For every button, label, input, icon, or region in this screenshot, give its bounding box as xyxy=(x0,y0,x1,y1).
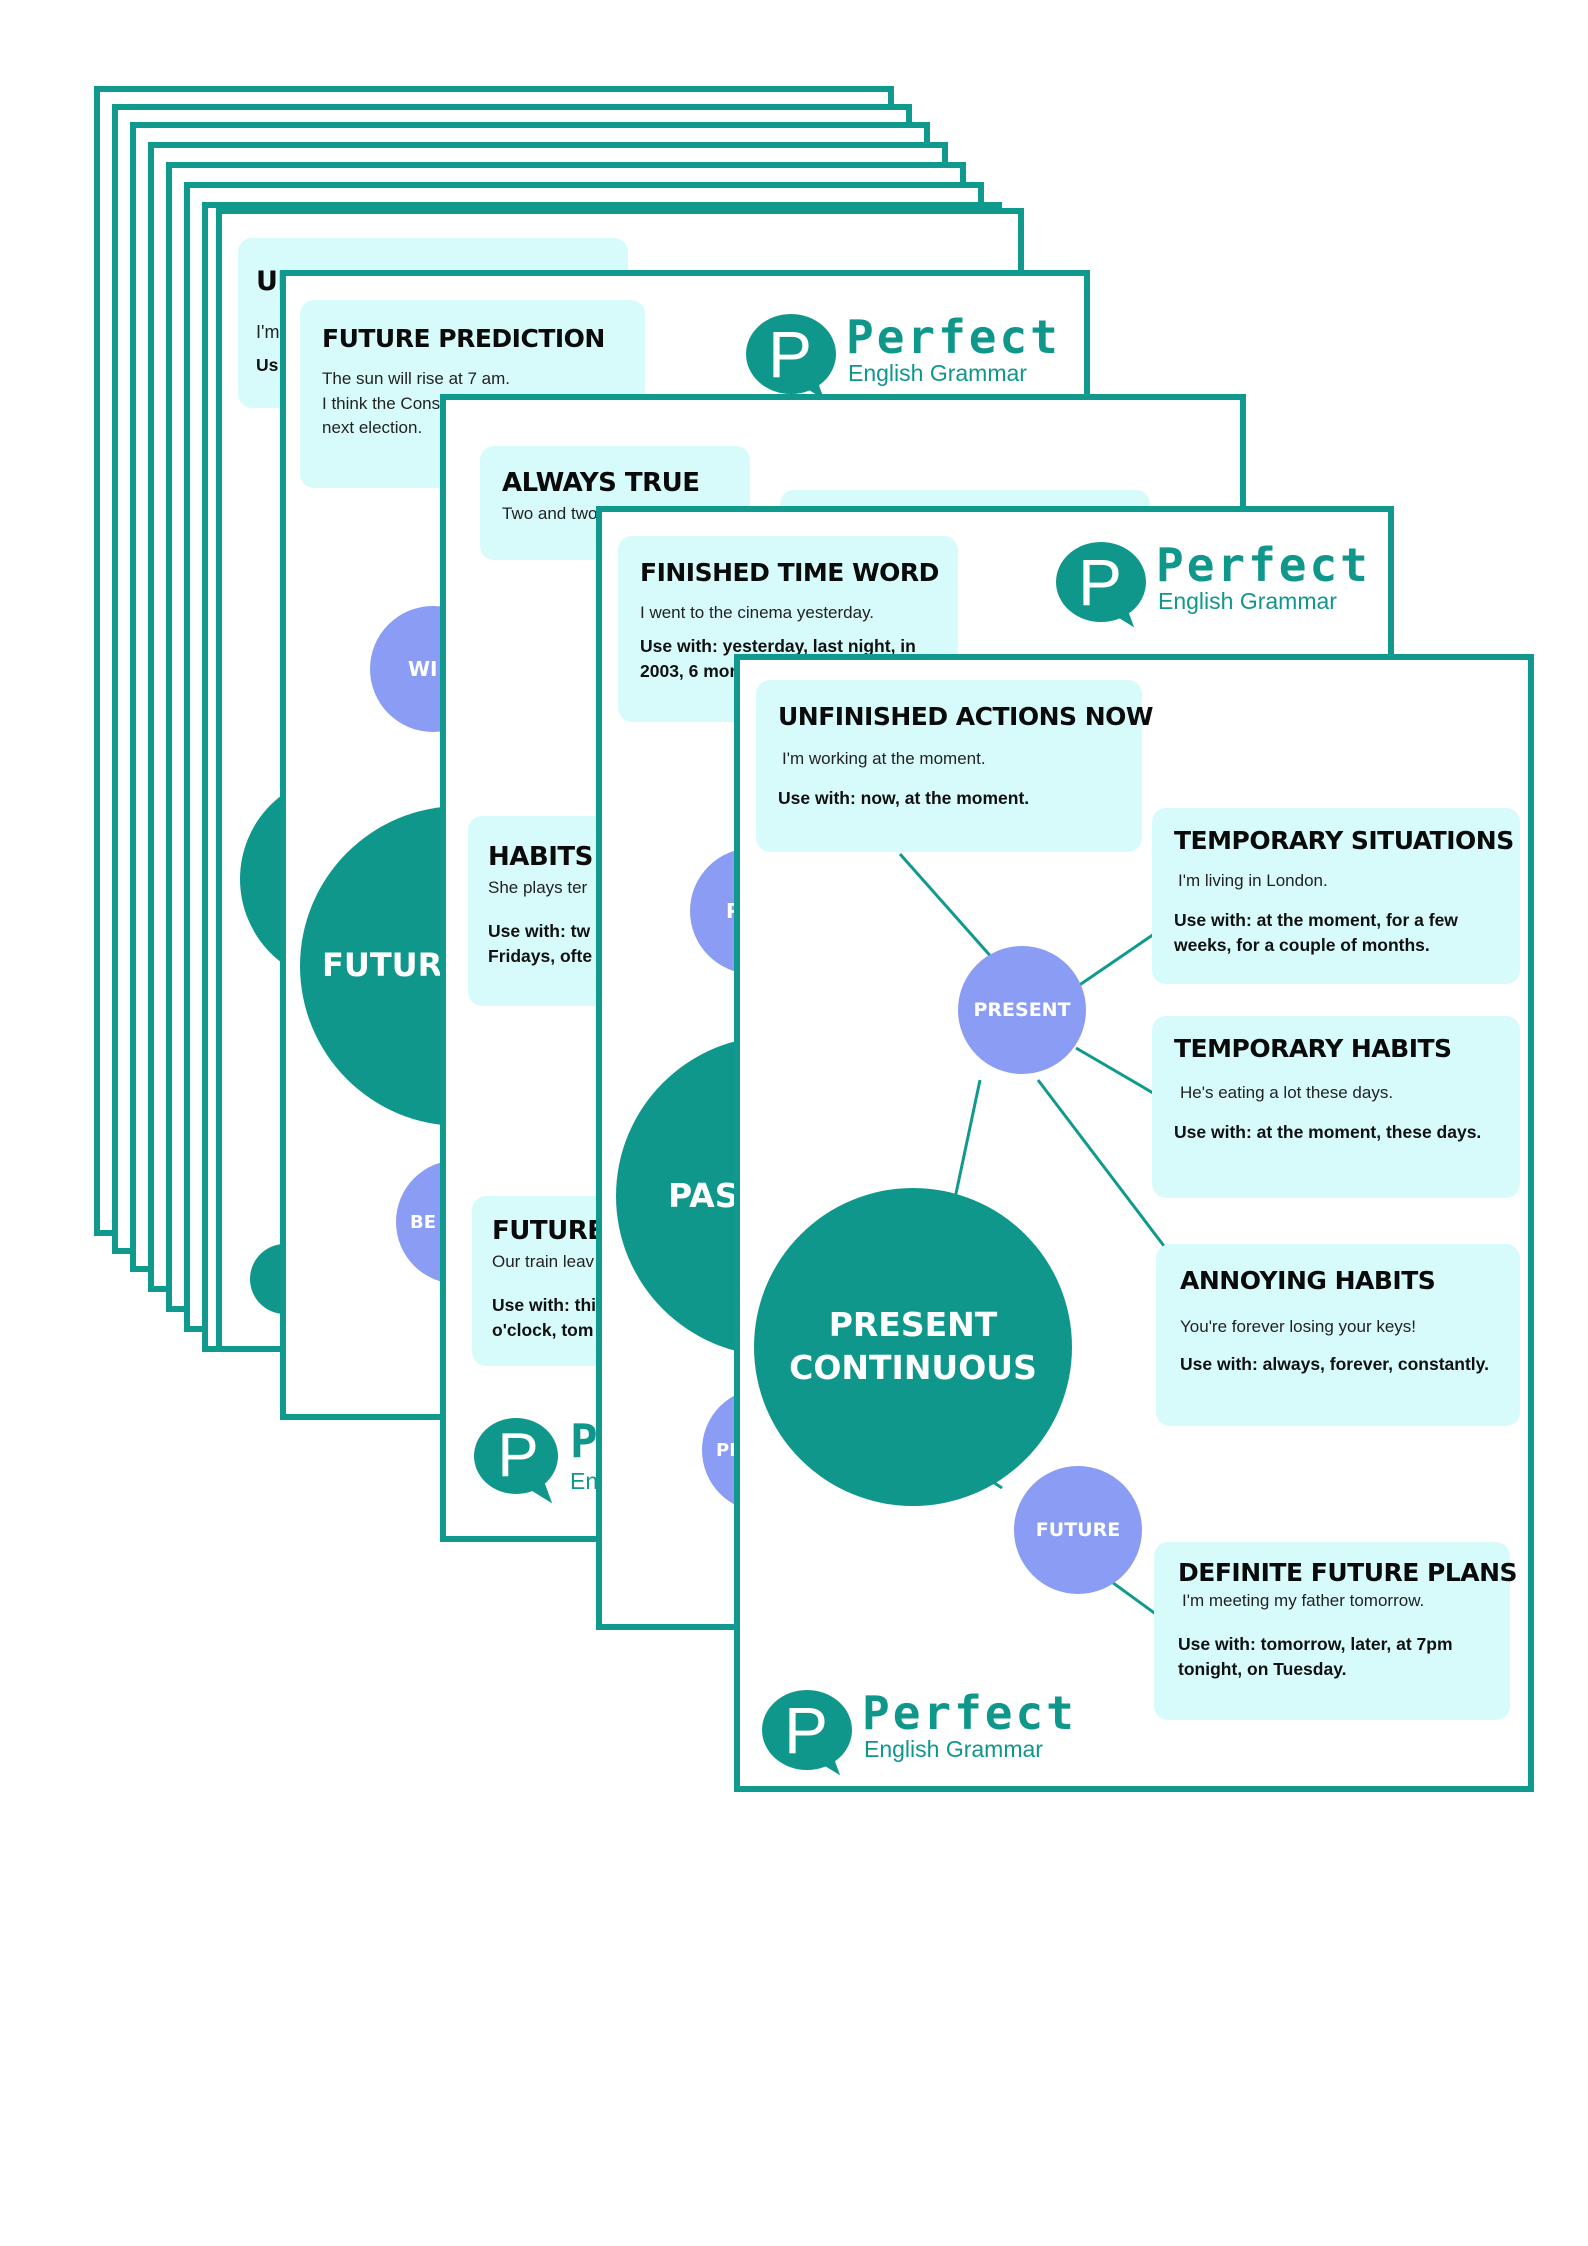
always-true-text: Two and two xyxy=(502,504,598,523)
finished-time-title: FINISHED TIME WORD xyxy=(640,558,939,587)
back-card-use: Us xyxy=(256,355,279,376)
circle-line-2: CONTINUOUS xyxy=(789,1348,1037,1387)
pc-card-3-example: He's eating a lot these days. xyxy=(1180,1083,1394,1102)
pc-card-5-example: I'm meeting my father tomorrow. xyxy=(1182,1591,1425,1610)
logo-mark-icon xyxy=(746,314,836,394)
logo-mark-icon xyxy=(1056,542,1146,622)
habits-text: She plays ter xyxy=(488,878,588,897)
present-continuous-circle: PRESENT CONTINUOUS xyxy=(754,1188,1072,1506)
logo-subword: English Grammar xyxy=(864,1736,1043,1762)
future-card-line1: The sun will rise at 7 am. xyxy=(322,369,511,388)
logo-word: Perfect xyxy=(862,1686,1077,1740)
pc-card-5-title: DEFINITE FUTURE PLANS xyxy=(1178,1558,1518,1587)
logo-letter: P xyxy=(767,317,813,391)
future-card-title: FUTURE PREDICTION xyxy=(322,324,605,353)
pc-card-2-title: TEMPORARY SITUATIONS xyxy=(1174,826,1514,855)
connector-lines xyxy=(898,853,1166,1622)
future-text: Our train leav xyxy=(492,1252,595,1271)
line-present-to-unfinished xyxy=(898,853,996,961)
pc-card-4-title: ANNOYING HABITS xyxy=(1180,1266,1436,1295)
pc-card-1-title: UNFINISHED ACTIONS NOW xyxy=(778,702,1153,731)
back-card-text: I'm xyxy=(256,322,280,342)
logo-word: Perfect xyxy=(846,310,1061,364)
line-center-to-present xyxy=(952,1079,982,1204)
present-bubble-label: PRESENT xyxy=(973,999,1071,1021)
pc-card-4-use: Use with: always, forever, constantly. xyxy=(1180,1353,1489,1374)
logo-letter: P xyxy=(1077,545,1123,619)
future-logo: P Perfect English Grammar xyxy=(746,310,1066,414)
habits-use-1: Use with: tw xyxy=(488,920,591,941)
past-logo: P Perfect English Grammar xyxy=(1056,538,1376,642)
pc-card-1: UNFINISHED ACTIONS NOW I'm working at th… xyxy=(756,680,1153,852)
logo-letter: P xyxy=(497,1421,539,1490)
finished-time-use-1: Use with: yesterday, last night, in xyxy=(640,635,916,656)
future-use-1: Use with: thi xyxy=(492,1294,597,1315)
logo-mark-icon xyxy=(762,1690,852,1770)
logo-word-partial: P xyxy=(570,1414,601,1468)
present-continuous-sheet: UNFINISHED ACTIONS NOW I'm working at th… xyxy=(734,654,1534,1792)
pc-card-2-use: Use with: at the moment, for a few weeks… xyxy=(1174,909,1458,956)
future-card-line2: I think the Cons xyxy=(322,393,441,413)
future-use-2: o'clock, tom xyxy=(492,1320,594,1341)
future-bubble: FUTURE xyxy=(1014,1466,1142,1594)
logo-mark-icon xyxy=(474,1418,558,1494)
habits-use-2: Fridays, ofte xyxy=(488,946,593,967)
present-simple-logo: P P Eng xyxy=(474,1414,674,1518)
pc-card-5: DEFINITE FUTURE PLANS I'm meeting my fat… xyxy=(1154,1542,1518,1720)
pc-card-4-example: You're forever losing your keys! xyxy=(1180,1317,1417,1336)
present-bubble: PRESENT xyxy=(958,946,1086,1074)
pc-card-5-use: Use with: tomorrow, later, at 7pm tonigh… xyxy=(1178,1633,1453,1680)
habits-title: HABITS xyxy=(488,842,593,872)
future-card-line3: next election. xyxy=(322,418,423,438)
logo-letter: P xyxy=(783,1693,829,1767)
line-present-to-temp-situations xyxy=(1077,928,1161,988)
pc-card-2: TEMPORARY SITUATIONS I'm living in Londo… xyxy=(1152,808,1520,984)
pc-card-3-use: Use with: at the moment, these days. xyxy=(1174,1121,1482,1142)
logo-subword: English Grammar xyxy=(848,360,1027,386)
line-present-to-annoying xyxy=(1036,1079,1166,1247)
future-big-label: FUTURI xyxy=(322,946,455,985)
pc-card-3: TEMPORARY HABITS He's eating a lot these… xyxy=(1152,1016,1520,1198)
finished-time-text: I went to the cinema yesterday. xyxy=(640,603,875,622)
future-bubble-label: FUTURE xyxy=(1035,1519,1121,1541)
past-big-label: PAS xyxy=(668,1175,739,1215)
past-small-bottom-label: PI xyxy=(716,1439,736,1461)
pc-card-1-use: Use with: now, at the moment. xyxy=(778,787,1030,808)
logo-word: Perfect xyxy=(1156,538,1371,592)
future-title: FUTURE xyxy=(492,1216,605,1246)
finished-time-use-2: 2003, 6 mor xyxy=(640,661,737,682)
line-present-to-temp-habits xyxy=(1075,1046,1161,1099)
circle-line-1: PRESENT xyxy=(828,1305,998,1345)
logo-subword: English Grammar xyxy=(1158,588,1337,614)
always-true-title: ALWAYS TRUE xyxy=(502,468,700,498)
pc-card-4: ANNOYING HABITS You're forever losing yo… xyxy=(1156,1244,1520,1426)
pc-card-2-example: I'm living in London. xyxy=(1178,871,1328,890)
main-logo: P Perfect English Grammar xyxy=(762,1686,1082,1786)
future-small-top-label: WI xyxy=(408,657,438,681)
pc-card-3-title: TEMPORARY HABITS xyxy=(1174,1034,1452,1063)
pc-card-1-example: I'm working at the moment. xyxy=(782,749,986,768)
